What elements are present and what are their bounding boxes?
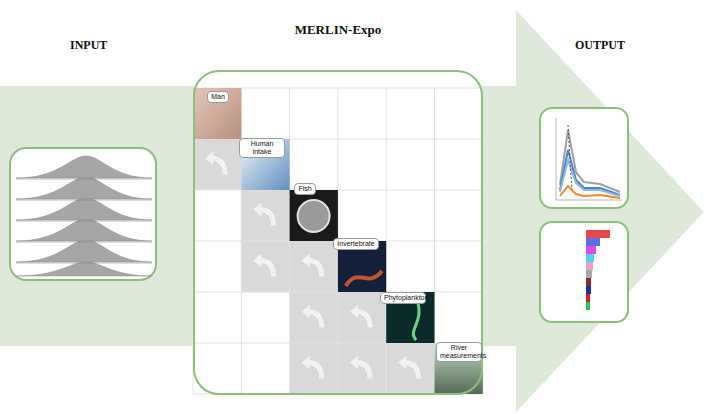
- compartment-name: River measurements: [440, 344, 478, 360]
- flow-arrow: [0, 10, 704, 412]
- flow-arrow-head: [302, 356, 310, 370]
- flow-arrow-icon: [308, 363, 322, 379]
- compartment-label: Human intake: [239, 138, 285, 158]
- flow-cell: [241, 190, 289, 241]
- flow-arrow-icon: [308, 261, 322, 277]
- flow-arrow-head: [302, 254, 310, 268]
- fish-image: [298, 200, 330, 232]
- flow-arrow-icon: [356, 312, 370, 328]
- flow-arrow-icon: [259, 261, 273, 277]
- model-title: MERLIN-Expo: [295, 22, 382, 38]
- compartment-label: Fish: [294, 183, 315, 195]
- flow-cell: [338, 343, 386, 394]
- flow-cell: [193, 139, 241, 190]
- bar-chart: [586, 230, 610, 310]
- flow-arrow-icon: [356, 363, 370, 379]
- output-panel: [540, 222, 628, 322]
- flow-arrow-icon: [211, 159, 225, 175]
- plot-axes: [16, 179, 152, 263]
- section-label: OUTPUT: [575, 38, 625, 53]
- compartment-name: Man: [211, 93, 225, 101]
- compartment-name: Invertebrate: [337, 240, 374, 248]
- compartment-label: Invertebrate: [333, 238, 378, 250]
- flow-cell: [290, 241, 338, 292]
- compartment-image: [435, 343, 483, 394]
- compartment-name: Fish: [298, 185, 311, 193]
- flow-arrow-head: [253, 203, 261, 217]
- flow-cell: [290, 292, 338, 343]
- compartment-label: Phytoplankton: [380, 292, 426, 304]
- matrix-grid: [193, 88, 483, 394]
- input-panel: [10, 148, 156, 280]
- flow-arrow-head: [302, 305, 310, 319]
- output-panel: [540, 108, 628, 208]
- flow-arrow-head: [253, 254, 261, 268]
- compartment-name: Human intake: [243, 140, 281, 156]
- matrix-ground: [193, 70, 483, 395]
- flow-cell: [386, 343, 434, 394]
- model-matrix: MERLIN-ExpoManHuman intakeFishInvertebra…: [193, 70, 483, 395]
- flow-arrow-head: [350, 356, 358, 370]
- flow-cell: [338, 292, 386, 343]
- invertebrate-image: [346, 271, 382, 286]
- compartment-image: [290, 190, 338, 241]
- flow-arrow-icon: [404, 363, 418, 379]
- line-chart: [556, 118, 622, 200]
- compartment-label: Man: [207, 91, 229, 103]
- flow-arrow-head: [350, 305, 358, 319]
- phytoplankton-image: [413, 298, 419, 340]
- flow-arrow-head: [398, 356, 406, 370]
- distribution-plots: [16, 156, 152, 276]
- flow-cell: [290, 343, 338, 394]
- compartment-label: River measurements: [436, 342, 482, 362]
- flow-arrow-head: [205, 152, 213, 166]
- compartment-name: Phytoplankton: [384, 294, 422, 302]
- compartment-image: [193, 88, 241, 139]
- flow-arrow-icon: [259, 210, 273, 226]
- section-label: INPUT: [70, 38, 107, 53]
- flow-arrow-icon: [308, 312, 322, 328]
- flow-cell: [241, 241, 289, 292]
